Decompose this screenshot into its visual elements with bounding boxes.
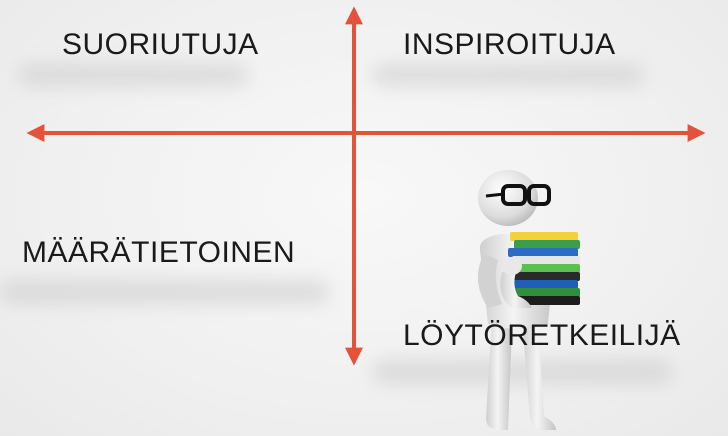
blurred-caption-middle-left (0, 280, 330, 304)
quadrant-label-top-left: SUORIUTUJA (62, 28, 259, 61)
quadrant-label-top-right: INSPIROITUJA (403, 28, 616, 61)
quadrant-label-bottom-right: LÖYTÖRETKEILIJÄ (403, 319, 681, 352)
blurred-caption-top-right (372, 64, 644, 86)
quadrant-label-middle-left: MÄÄRÄTIETOINEN (22, 236, 296, 269)
blurred-caption-bottom-right (372, 360, 672, 384)
blurred-caption-top-left (18, 64, 248, 86)
person-carrying-books-icon (477, 170, 580, 430)
